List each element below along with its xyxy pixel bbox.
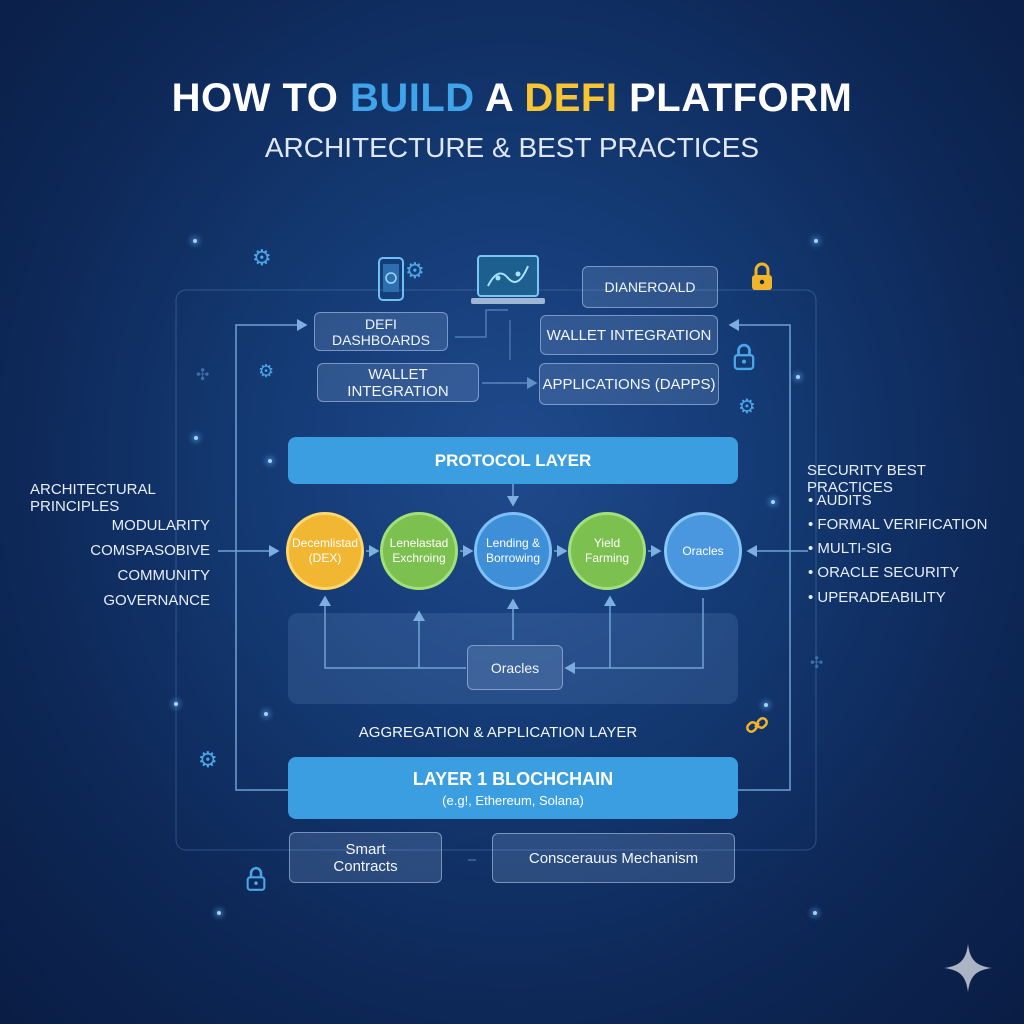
- security-best-practices-heading: SECURITY BEST PRACTICES: [807, 462, 926, 496]
- security-item: • FORMAL VERIFICATION: [808, 516, 988, 533]
- consensus-mechanism-box[interactable]: Conscerauus Mechanism: [492, 833, 735, 883]
- title-part-1: HOW TO: [171, 76, 350, 120]
- glow-dot: [264, 712, 268, 716]
- lock-icon: [733, 343, 755, 376]
- glow-dot: [814, 239, 818, 243]
- oracles-panel: [288, 613, 738, 704]
- principle-item: COMSPASOBIVE: [90, 542, 210, 559]
- principle-item: GOVERNANCE: [103, 592, 210, 609]
- glow-dot: [813, 911, 817, 915]
- smart-contracts-box[interactable]: Smart Contracts: [289, 832, 442, 883]
- glow-dot: [217, 911, 221, 915]
- node-yield-farming[interactable]: Yield Farming: [568, 512, 646, 590]
- lock-icon: [246, 866, 266, 897]
- gear-icon: ⚙: [258, 361, 275, 381]
- gear-icon: ⚙: [252, 245, 272, 270]
- protocol-layer-title: PROTOCOL LAYER: [434, 450, 592, 470]
- principle-item: MODULARITY: [111, 517, 210, 534]
- security-item: • UPERADEABILITY: [808, 589, 946, 606]
- page-title: HOW TO BUILD A DEFI PLATFORM: [0, 76, 1024, 121]
- wallet-integration-box-left[interactable]: WALLET INTEGRATION: [317, 363, 479, 402]
- glow-dot: [796, 375, 800, 379]
- protocol-layer-bar: PROTOCOL LAYER: [288, 437, 738, 484]
- sparkle-icon: [942, 942, 994, 999]
- applications-box[interactable]: APPLICATIONS (DAPPS): [539, 363, 719, 405]
- page-subtitle: ARCHITECTURE & BEST PRACTICES: [264, 132, 760, 163]
- lock-icon: [750, 262, 774, 297]
- layer1-blockchain-bar: LAYER 1 BLOCHCHAIN (e.g!, Ethereum, Sola…: [288, 757, 738, 819]
- architectural-principles-heading: ARCHITECTURAL PRINCIPLES: [30, 481, 156, 515]
- layer1-blockchain-title: LAYER 1 BLOCHCHAIN: [412, 768, 614, 789]
- glow-dot: [193, 239, 197, 243]
- glow-dot: [268, 459, 272, 463]
- title-part-defi: DEFI: [524, 76, 618, 120]
- gear-icon: ✣: [196, 367, 210, 384]
- principle-item: COMMUNITY: [117, 567, 211, 584]
- node-oracles[interactable]: Oracles: [664, 512, 742, 590]
- wallet-integration-box-right[interactable]: WALLET INTEGRATION: [540, 315, 718, 355]
- layer1-blockchain-subtitle: (e.g!, Ethereum, Solana): [442, 792, 584, 808]
- security-item: • ORACLE SECURITY: [808, 564, 960, 581]
- aggregation-layer-label: AGGREGATION & APPLICATION LAYER: [358, 724, 638, 741]
- glow-dot: [174, 702, 178, 706]
- gear-icon: ✣: [810, 655, 824, 672]
- gear-icon: ⚙: [405, 258, 425, 283]
- glow-dot: [194, 436, 198, 440]
- title-part-build: BUILD: [349, 76, 475, 120]
- chain-link-icon: [746, 714, 768, 741]
- glow-dot: [764, 703, 768, 707]
- node-lending-borrowing[interactable]: Lending & Borrowing: [474, 512, 552, 590]
- laptop-icon: [470, 254, 546, 313]
- gear-icon: ⚙: [198, 747, 218, 772]
- dashboard-box[interactable]: DIANEROALD: [582, 266, 718, 308]
- glow-dot: [771, 500, 775, 504]
- title-part-3: A: [474, 76, 525, 120]
- defi-dashboards-box[interactable]: DEFI DASHBOARDS: [314, 312, 448, 351]
- node-dex[interactable]: Decemlistad (DEX): [286, 512, 364, 590]
- gear-icon: ⚙: [738, 396, 756, 418]
- oracles-box[interactable]: Oracles: [467, 645, 563, 690]
- title-part-platform: PLATFORM: [617, 76, 853, 120]
- security-item: • AUDITS: [808, 492, 872, 509]
- node-exchange[interactable]: Lenelastad Exchroing: [380, 512, 458, 590]
- security-item: • MULTI-SIG: [808, 540, 893, 557]
- smartphone-icon: [377, 256, 405, 307]
